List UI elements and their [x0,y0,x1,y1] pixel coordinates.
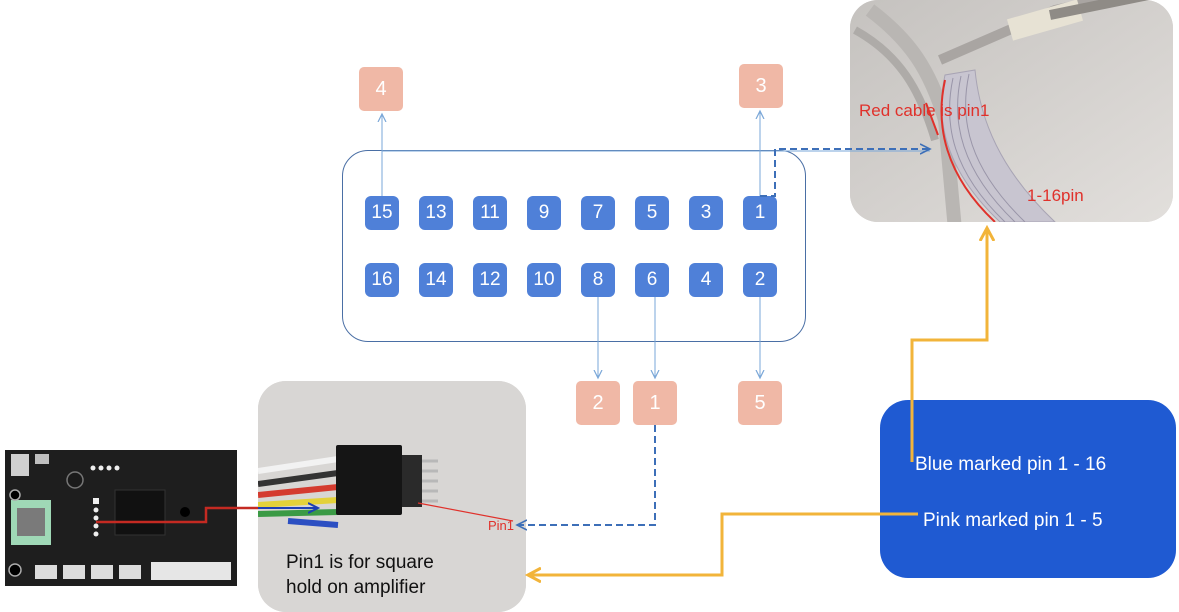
ribbon-cable-photo: Red cable is pin1 1-16pin [850,0,1173,222]
callout-3: 3 [739,64,783,108]
amplifier-board-illustration [5,450,237,586]
dashed-pin1-to-cable [760,149,930,197]
amplifier-board [5,450,237,586]
plug-caption-line-1: Pin1 is for square [286,552,434,573]
pin-16: 16 [365,263,399,297]
legend-pink-line: Pink marked pin 1 - 5 [923,510,1103,531]
plug-illustration [258,381,526,612]
pin-14: 14 [419,263,453,297]
pin-3: 3 [689,196,723,230]
pin-7: 7 [581,196,615,230]
callout-1: 1 [633,381,677,425]
pin-6: 6 [635,263,669,297]
orange-arrow-to-plug [528,512,918,575]
pin-11: 11 [473,196,507,230]
pin-1: 1 [743,196,777,230]
callout-2: 2 [576,381,620,425]
pin-9: 9 [527,196,561,230]
callout-5: 5 [738,381,782,425]
pin-12: 12 [473,263,507,297]
orange-arrow-to-cable [910,228,987,462]
plug-caption-line-2: hold on amplifier [286,577,426,598]
pin-range-label: 1-16pin [1027,186,1084,205]
pin-8: 8 [581,263,615,297]
red-board-link [96,506,258,524]
ribbon-cable-illustration [850,0,1173,222]
pin-5: 5 [635,196,669,230]
legend-box: Blue marked pin 1 - 16 Pink marked pin 1… [880,400,1176,578]
callout-4: 4 [359,67,403,111]
legend-blue-line: Blue marked pin 1 - 16 [915,454,1107,475]
pin-2: 2 [743,263,777,297]
dashed-callout1-to-plug [517,425,656,525]
plug-caption: Pin1 is for square hold on amplifier [286,550,434,600]
pin-13: 13 [419,196,453,230]
pin-15: 15 [365,196,399,230]
red-cable-label: Red cable is pin1 [859,101,990,120]
pin-4: 4 [689,263,723,297]
plug-photo: Pin1 Pin1 is for square hold on amplifie… [258,381,526,612]
pin-10: 10 [527,263,561,297]
pin1-label: Pin1 [488,518,515,533]
